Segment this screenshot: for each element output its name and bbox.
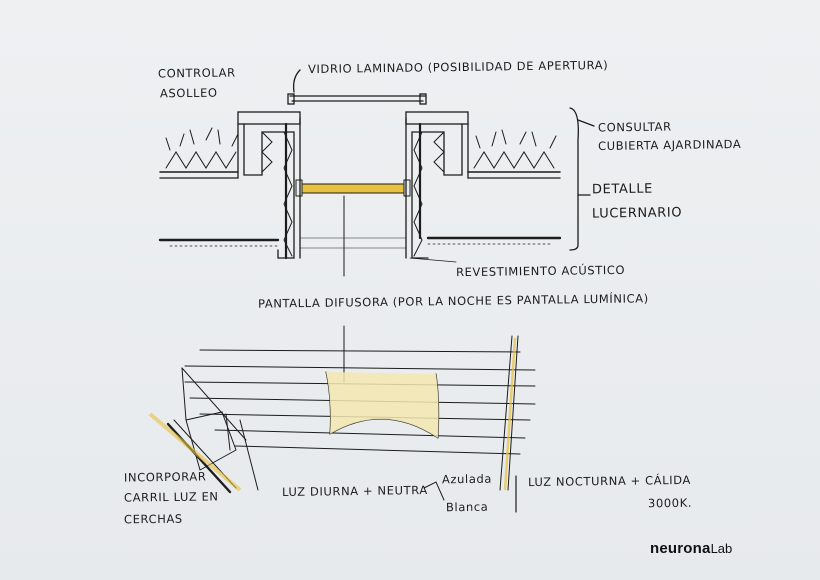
left-parapet (237, 111, 301, 125)
label-detalle: DETALLE (591, 181, 654, 198)
label-azulada: Azulada (441, 471, 493, 487)
label-revestimiento: REVESTIMIENTO ACÚSTICO (455, 262, 626, 280)
label-blanca: Blanca (445, 499, 489, 515)
curved-diffuser (326, 372, 439, 438)
brand-suffix: Lab (710, 541, 733, 556)
label-luz-nocturna: LUZ NOCTURNA + CÁLIDA (527, 472, 692, 490)
label-controlar: CONTROLAR (157, 65, 236, 81)
label-cubierta: CUBIERTA AJARDINADA (597, 136, 742, 154)
label-carril: CARRIL LUZ EN (123, 489, 219, 505)
diffuser-screen (301, 183, 405, 194)
right-parapet (405, 111, 469, 125)
brand-logo: neuronaLab (650, 540, 732, 557)
label-temperature: 3000K. (647, 495, 693, 511)
label-lucernario: LUCERNARIO (591, 205, 683, 222)
label-asolleo: ASOLLEO (159, 85, 218, 101)
label-cerchas: CERCHAS (123, 511, 183, 527)
brand-name: neurona (650, 540, 711, 557)
label-consultar: CONSULTAR (597, 119, 672, 135)
label-luz-diurna: LUZ DIURNA + NEUTRA (281, 482, 428, 500)
label-incorporar: INCORPORAR (123, 469, 207, 485)
